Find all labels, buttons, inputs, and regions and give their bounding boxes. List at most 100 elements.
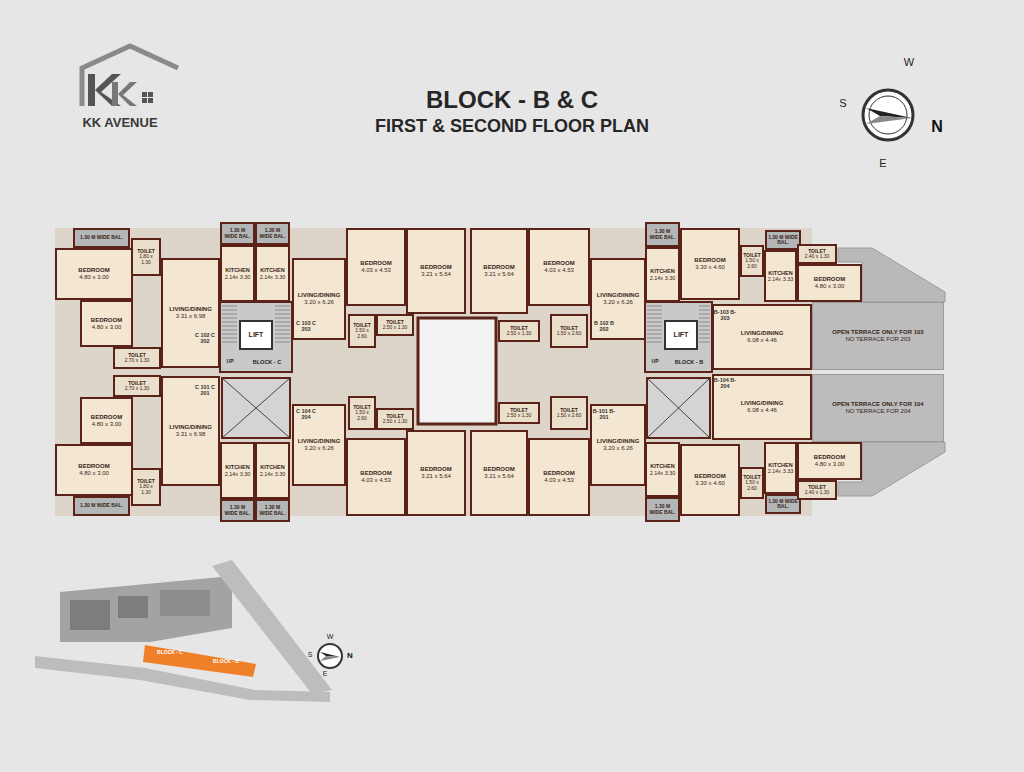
- plan-label: E: [320, 670, 330, 678]
- room-name: LIFT: [249, 331, 264, 339]
- plan-floor: [55, 228, 812, 516]
- room-name: BEDROOM: [78, 267, 109, 274]
- balcony-box: 1.30 M WIDE BAL.: [220, 222, 255, 245]
- room-name: BEDROOM: [694, 473, 725, 480]
- room-size: 3.30 x 4.60: [695, 264, 725, 271]
- balcony-box: 1.30 M WIDE BAL.: [220, 499, 255, 522]
- room-box: BEDROOM4.80 x 3.00: [80, 300, 133, 347]
- balcony-box: 1.30 M WIDE BAL.: [255, 222, 290, 245]
- toilet-box: TOILET2.50 x 1.30: [498, 402, 540, 424]
- kitchen-box: KITCHEN2.14x 3.33: [764, 250, 797, 302]
- room-size: 2.14x 3.30: [650, 470, 676, 476]
- kitchen-box: KITCHEN2.14x 3.33: [764, 442, 797, 494]
- room-name: BEDROOM: [483, 264, 514, 271]
- room-size: 2.14x 3.30: [650, 275, 676, 281]
- room-name: BEDROOM: [360, 470, 391, 477]
- room-size: 2.50 x 1.30: [507, 413, 532, 419]
- plan-label: UP: [648, 359, 662, 365]
- plan-label: C 101 C 201: [193, 384, 217, 397]
- toilet-box: TOILET1.50 x 2.60: [550, 396, 588, 430]
- open-void: [418, 318, 496, 424]
- room-size: 4.03 x 4.53: [361, 477, 391, 484]
- compass: [863, 90, 913, 140]
- kitchen-box: KITCHEN2.14x 3.30: [220, 245, 255, 302]
- kitchen-box: KITCHEN2.14x 3.30: [255, 245, 290, 302]
- room-size: 2.70 x 1.30: [125, 386, 150, 392]
- room-size: 2.50 x 1.30: [383, 419, 408, 425]
- room-box: BEDROOM4.03 x 4.53: [528, 228, 590, 306]
- plan-label: C 102 C 202: [193, 332, 217, 345]
- room-size: 6.08 x 4.46: [747, 337, 777, 344]
- kitchen-box: KITCHEN2.14x 3.30: [220, 442, 255, 499]
- room-name: LIVING/DINING: [169, 424, 212, 431]
- toilet-box: TOILET1.80 x 1.30: [131, 468, 161, 506]
- room-box: BEDROOM3.21 x 5.64: [406, 228, 466, 314]
- room-size: 3.31 x 6.98: [176, 313, 206, 320]
- plan-label: B-101 B-201: [592, 408, 616, 421]
- room-size: 3.21 x 5.64: [484, 271, 514, 278]
- toilet-box: TOILET1.50 x 2.60: [348, 396, 376, 430]
- room-box: BEDROOM4.80 x 3.00: [797, 442, 862, 480]
- room-name: 1.30 M WIDE BAL.: [648, 504, 677, 515]
- room-size: 2.50 x 1.30: [507, 331, 532, 337]
- plan-subtitle: FIRST & SECOND FLOOR PLAN: [262, 116, 762, 137]
- room-size: 2.14x 3.30: [225, 471, 251, 477]
- toilet-box: TOILET1.50 x 2.60: [740, 245, 764, 277]
- plan-label: N: [926, 118, 948, 136]
- room-box: LIVING/DINING3.20 x 6.26: [292, 258, 346, 340]
- room-name: LIVING/DINING: [597, 438, 640, 445]
- room-name: KITCHEN: [260, 464, 284, 470]
- room-name: BEDROOM: [483, 466, 514, 473]
- room-name: KITCHEN: [225, 464, 249, 470]
- room-box: BEDROOM4.80 x 3.00: [55, 444, 133, 496]
- room-name: LIVING/DINING: [741, 330, 784, 337]
- room-name: 1.30 M WIDE BAL.: [80, 235, 123, 241]
- room-name: KITCHEN: [225, 267, 249, 273]
- room-size: 4.80 x 3.00: [815, 283, 845, 290]
- balcony-box: 1.30 M WIDE BAL.: [765, 494, 801, 514]
- room-name: BEDROOM: [360, 260, 391, 267]
- toilet-box: TOILET1.50 x 2.60: [348, 314, 376, 348]
- room-size: NO TERRACE FOR 203: [845, 336, 910, 343]
- room-size: 4.80 x 3.00: [92, 324, 122, 331]
- room-name: LIVING/DINING: [298, 438, 341, 445]
- plan-label: C 104 C 204: [294, 408, 318, 421]
- room-name: KITCHEN: [650, 463, 674, 469]
- room-size: 2.40 x 1.30: [805, 254, 830, 260]
- room-size: 2.70 x 1.30: [125, 358, 150, 364]
- plan-label: W: [902, 56, 916, 69]
- room-name: LIVING/DINING: [169, 306, 212, 313]
- balcony-box: 1.30 M WIDE BAL.: [645, 222, 680, 247]
- room-size: 4.80 x 3.00: [79, 274, 109, 281]
- room-name: BEDROOM: [91, 317, 122, 324]
- room-size: 1.50 x 2.60: [743, 258, 761, 269]
- room-name: 1.30 M WIDE BAL.: [258, 228, 287, 239]
- plan-label: E: [876, 157, 890, 170]
- room-size: 1.50 x 2.60: [557, 331, 582, 337]
- room-name: KITCHEN: [768, 462, 792, 468]
- plan-label: BLOCK - B: [206, 659, 246, 665]
- plan-label: B-103 B-203: [713, 309, 737, 322]
- room-box: BEDROOM3.21 x 5.64: [470, 430, 528, 516]
- balcony-box: 1.30 M WIDE BAL.: [645, 497, 680, 522]
- terrace-box: OPEN TERRACE ONLY FOR 103NO TERRACE FOR …: [812, 302, 944, 370]
- room-name: LIVING/DINING: [597, 292, 640, 299]
- balcony-box: 1.30 M WIDE BAL.: [255, 499, 290, 522]
- kitchen-box: KITCHEN2.14x 3.30: [645, 247, 680, 302]
- room-box: BEDROOM4.80 x 3.00: [80, 397, 133, 444]
- plan-label: UP: [223, 359, 237, 365]
- toilet-box: TOILET1.50 x 2.60: [740, 467, 764, 499]
- room-size: 2.40 x 1.30: [805, 490, 830, 496]
- room-box: BEDROOM4.03 x 4.53: [528, 438, 590, 516]
- room-size: 3.20 x 6.26: [304, 299, 334, 306]
- plan-label: BLOCK - C: [150, 650, 190, 656]
- toilet-box: TOILET1.50 x 2.60: [550, 314, 588, 348]
- room-name: KITCHEN: [768, 270, 792, 276]
- balcony-box: 1.30 M WIDE BAL.: [73, 228, 130, 248]
- room-name: 1.30 M WIDE BAL.: [768, 499, 798, 510]
- toilet-box: TOILET2.50 x 1.30: [376, 408, 414, 430]
- plan-label: C 103 C 203: [294, 320, 318, 333]
- room-size: 3.21 x 5.64: [484, 473, 514, 480]
- room-box: LIVING/DINING3.20 x 6.26: [292, 404, 346, 486]
